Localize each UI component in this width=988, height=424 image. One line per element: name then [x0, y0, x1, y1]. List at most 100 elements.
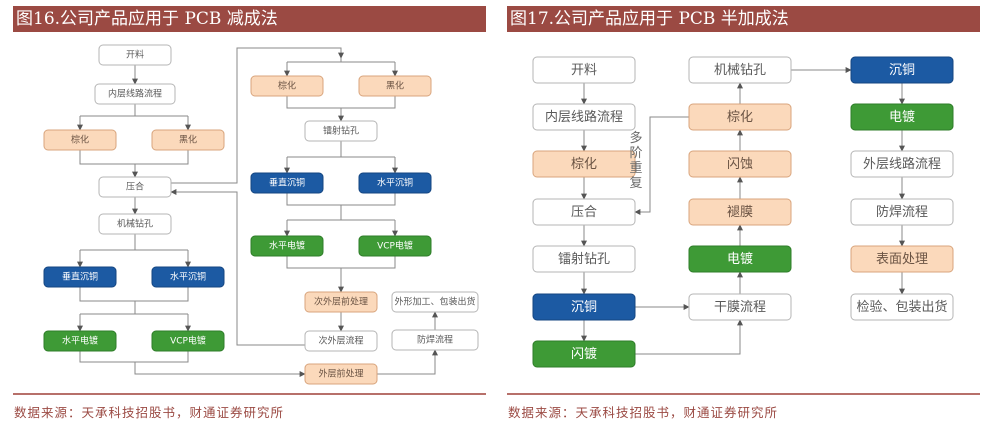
process-label: 水平沉铜	[377, 177, 413, 189]
process-label: 开料	[126, 49, 144, 61]
process-step-vcp2: VCP电镀	[358, 235, 432, 257]
process-label: 次外层前处理	[314, 296, 368, 308]
process-box	[850, 245, 954, 273]
figure-17-title: 图17.公司产品应用于 PCB 半加成法	[507, 6, 980, 32]
process-step-diandu2: 电镀	[850, 103, 954, 131]
connector-loop-back-to-lamination	[170, 189, 305, 346]
process-box	[151, 266, 225, 288]
flow-connector	[286, 193, 396, 206]
process-box	[250, 75, 324, 97]
process-box	[532, 340, 636, 368]
figure-17-panel: 图17.公司产品应用于 PCB 半加成法 开料内层线路流程棕化压合镭射钻孔沉铜闪…	[494, 0, 988, 424]
process-label: 开料	[571, 63, 597, 78]
process-label: 褪膜	[727, 205, 753, 220]
process-step-shuiping1: 水平沉铜	[151, 266, 225, 288]
process-box	[532, 56, 636, 84]
process-step-chentong1: 沉铜	[532, 293, 636, 321]
process-label: 干膜流程	[714, 300, 766, 315]
process-label: 防焊流程	[417, 334, 453, 346]
process-step-heihua2: 黑化	[358, 75, 432, 97]
process-box	[688, 293, 792, 321]
flow-connector	[79, 287, 189, 302]
process-step-zonghua1: 棕化	[532, 150, 636, 178]
process-step-jixie: 机械钻孔	[98, 213, 172, 235]
process-box	[391, 329, 479, 351]
process-label: 检验、包装出货	[856, 299, 947, 315]
process-box	[94, 83, 176, 105]
process-box	[850, 198, 954, 226]
process-label: 沉铜	[889, 63, 915, 78]
process-box	[850, 103, 954, 131]
process-step-shuiping2: 水平沉铜	[358, 172, 432, 194]
process-box	[688, 198, 792, 226]
process-label: VCP电镀	[170, 335, 206, 347]
process-box	[43, 129, 117, 151]
process-label: 棕化	[71, 134, 89, 146]
process-label: 外层前处理	[318, 368, 363, 380]
footer-divider	[13, 393, 486, 395]
loop-label-char: 复	[629, 176, 642, 191]
process-label: 内层线路流程	[108, 88, 162, 100]
process-step-biaomian: 表面处理	[850, 245, 954, 273]
process-box	[151, 129, 225, 151]
footer-divider	[507, 393, 980, 395]
process-label: 外层线路流程	[863, 156, 941, 172]
process-step-neiceng: 内层线路流程	[94, 83, 176, 105]
loop-label-char: 多	[629, 130, 642, 146]
connector-to-outer-pretreatment	[134, 362, 306, 377]
process-step-ciwaiqian: 次外层前处理	[304, 291, 378, 313]
process-step-waixing: 外形加工、包装出货	[391, 291, 479, 313]
process-step-kailiao: 开料	[532, 56, 636, 84]
process-step-ciwai: 次外层流程	[304, 330, 378, 352]
flow-connector	[635, 319, 743, 355]
process-box	[532, 103, 636, 131]
process-label: 次外层流程	[318, 335, 363, 347]
process-label: 水平电镀	[62, 335, 98, 347]
process-label: 内层线路流程	[545, 109, 623, 125]
process-step-jianyan: 检验、包装出货	[850, 293, 954, 321]
process-label: 机械钻孔	[714, 63, 766, 78]
flow-connector	[286, 256, 396, 269]
process-step-vcp1: VCP电镀	[151, 330, 225, 352]
process-label: 外形加工、包装出货	[394, 296, 475, 308]
process-box	[98, 213, 172, 235]
process-label: 黑化	[386, 80, 404, 92]
process-step-fanghan: 防焊流程	[850, 198, 954, 226]
process-box	[43, 330, 117, 352]
process-step-zonghua2: 棕化	[688, 103, 792, 131]
process-box	[850, 150, 954, 178]
process-box	[304, 330, 378, 352]
process-label: 镭射钻孔	[558, 251, 610, 267]
process-step-jixie: 机械钻孔	[688, 56, 792, 84]
process-box	[532, 198, 636, 226]
process-box	[98, 44, 172, 66]
process-label: 棕化	[727, 110, 753, 125]
process-label: 机械钻孔	[117, 218, 153, 230]
process-step-spdd2: 水平电镀	[250, 235, 324, 257]
process-label: 垂直沉铜	[269, 177, 305, 189]
process-label: 防焊流程	[876, 204, 928, 220]
process-label: 黑化	[179, 134, 197, 146]
process-step-yahe: 压合	[532, 198, 636, 226]
process-label: 电镀	[727, 251, 753, 267]
process-step-zonghua1: 棕化	[43, 129, 117, 151]
process-box	[532, 293, 636, 321]
process-box	[250, 172, 324, 194]
process-box	[688, 245, 792, 273]
process-label: 镭射钻孔	[323, 125, 359, 137]
process-box	[358, 235, 432, 257]
figure-16-panel: 图16.公司产品应用于 PCB 减成法 开料内层线路流程棕化黑化压合机械钻孔垂直…	[13, 6, 486, 420]
process-box	[151, 330, 225, 352]
process-label: 表面处理	[876, 252, 928, 267]
process-step-shanshi: 闪蚀	[688, 150, 792, 178]
process-step-yahe: 压合	[98, 176, 172, 198]
loop-label-char: 重	[629, 160, 642, 176]
process-box	[43, 266, 117, 288]
process-step-heihua1: 黑化	[151, 129, 225, 151]
process-label: 闪镀	[571, 346, 597, 362]
process-step-neiceng: 内层线路流程	[532, 103, 636, 131]
flow-connector	[286, 96, 396, 109]
figure-16-source: 数据来源：天承科技招股书，财通证券研究所	[14, 405, 285, 420]
process-step-kailiao: 开料	[98, 44, 172, 66]
